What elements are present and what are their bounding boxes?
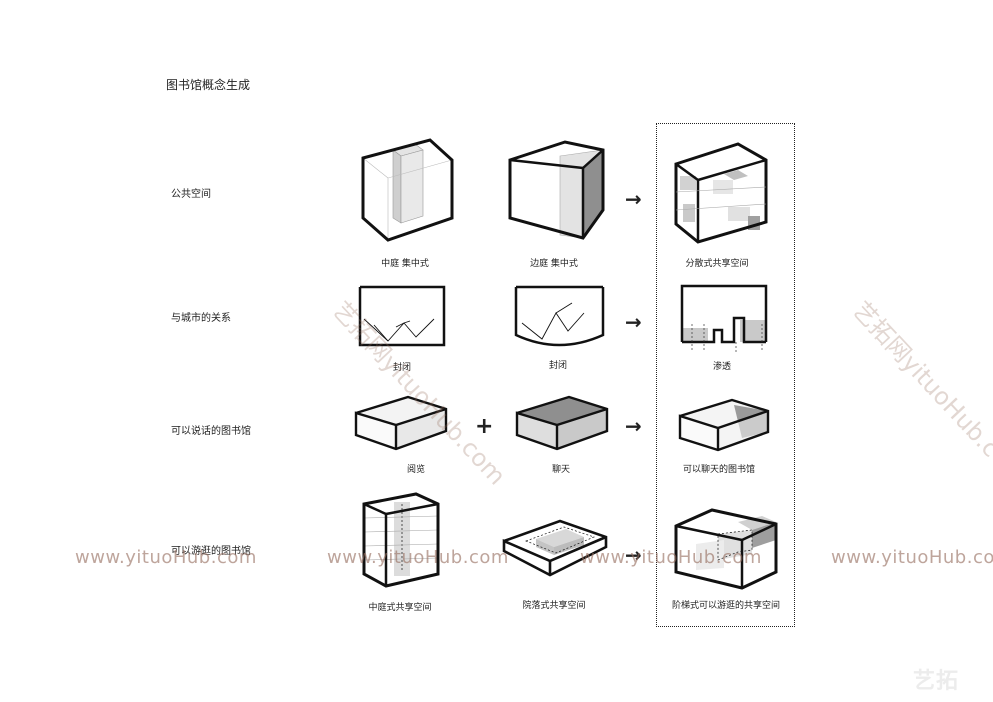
caption-stepped-strolling-shared: 阶梯式可以游逛的共享空间: [671, 601, 780, 611]
atrium-cube-diagram: [361, 138, 454, 242]
row-label-talking-library: 可以说话的图书馆: [171, 426, 251, 437]
closed-arched-section-diagram: [514, 285, 605, 347]
row-label-city-relation: 与城市的关系: [171, 313, 231, 324]
watermark-horizontal-3: www.yituoHub.com: [580, 547, 762, 568]
reading-block-diagram: [354, 395, 448, 451]
arrow-icon: →: [625, 414, 642, 438]
brand-logo: 艺拓: [913, 669, 960, 694]
side-court-cube-diagram: [508, 140, 605, 240]
watermark-horizontal-1: www.yituoHub.com: [75, 547, 257, 568]
caption-closed-1: 封闭: [392, 363, 411, 373]
permeable-section-diagram: [680, 284, 768, 352]
page-title: 图书馆概念生成: [166, 78, 251, 92]
caption-talking-library: 可以聊天的图书馆: [682, 465, 755, 475]
caption-closed-2: 封闭: [548, 361, 567, 371]
result-column-frame: [656, 123, 795, 627]
watermark-horizontal-4: www.yituoHub.com: [831, 547, 993, 568]
dispersed-shared-cube-diagram: [674, 142, 768, 244]
caption-reading: 阅览: [406, 465, 425, 475]
plus-icon: +: [475, 414, 494, 439]
caption-atrium-shared: 中庭式共享空间: [368, 603, 432, 613]
arrow-icon: →: [625, 310, 642, 334]
caption-side-court-centralized: 边庭 集中式: [530, 259, 578, 269]
arrow-icon: →: [625, 187, 642, 211]
closed-section-diagram: [358, 285, 446, 347]
courtyard-shared-slab-diagram: [502, 519, 608, 577]
caption-courtyard-shared: 院落式共享空间: [522, 601, 586, 611]
talking-library-block-diagram: [678, 398, 770, 452]
caption-atrium-centralized: 中庭 集中式: [381, 259, 429, 269]
chatting-block-diagram: [515, 395, 609, 451]
arrow-icon: →: [625, 543, 642, 567]
atrium-shared-stack-diagram: [362, 492, 440, 588]
caption-permeable: 渗透: [712, 362, 731, 372]
stepped-strolling-shared-diagram: [674, 508, 778, 590]
caption-dispersed-shared-space: 分散式共享空间: [685, 259, 749, 269]
row-label-public-space: 公共空间: [171, 189, 211, 200]
row-label-strolling-library: 可以游逛的图书馆: [171, 546, 251, 557]
watermark-diagonal-2: 艺拓网yituoHub.c: [847, 296, 993, 463]
caption-chatting: 聊天: [551, 465, 570, 475]
watermark-horizontal-2: www.yituoHub.com: [327, 547, 509, 568]
